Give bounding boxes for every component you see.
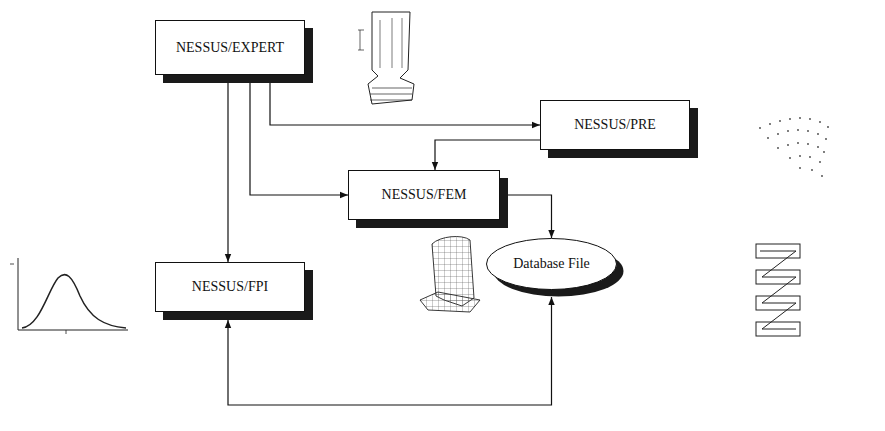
node-label: NESSUS/FEM: [372, 187, 477, 203]
database-records: [756, 244, 800, 336]
program-box: NESSUS/PRE: [540, 100, 690, 150]
connector-arrow: [500, 195, 552, 238]
connector-arrow: [270, 75, 540, 125]
connector-arrow: [435, 140, 540, 170]
connector-arrow: [250, 75, 348, 195]
database-ellipse: Database File: [486, 238, 617, 290]
meshed-blade: [420, 237, 480, 312]
connector-arrow: [228, 297, 552, 405]
connector-arrow: [227, 75, 228, 262]
node-label: NESSUS/EXPERT: [166, 40, 294, 56]
program-box: NESSUS/FPI: [155, 262, 305, 312]
program-box: NESSUS/EXPERT: [155, 20, 305, 75]
blade-sketch: [358, 12, 414, 104]
node-label: NESSUS/FPI: [182, 279, 278, 295]
node-label: Database File: [503, 256, 600, 272]
pdf-curve: [10, 258, 128, 334]
mesh-points: [759, 117, 829, 177]
node-label: NESSUS/PRE: [564, 117, 666, 133]
program-box: NESSUS/FEM: [348, 170, 500, 220]
